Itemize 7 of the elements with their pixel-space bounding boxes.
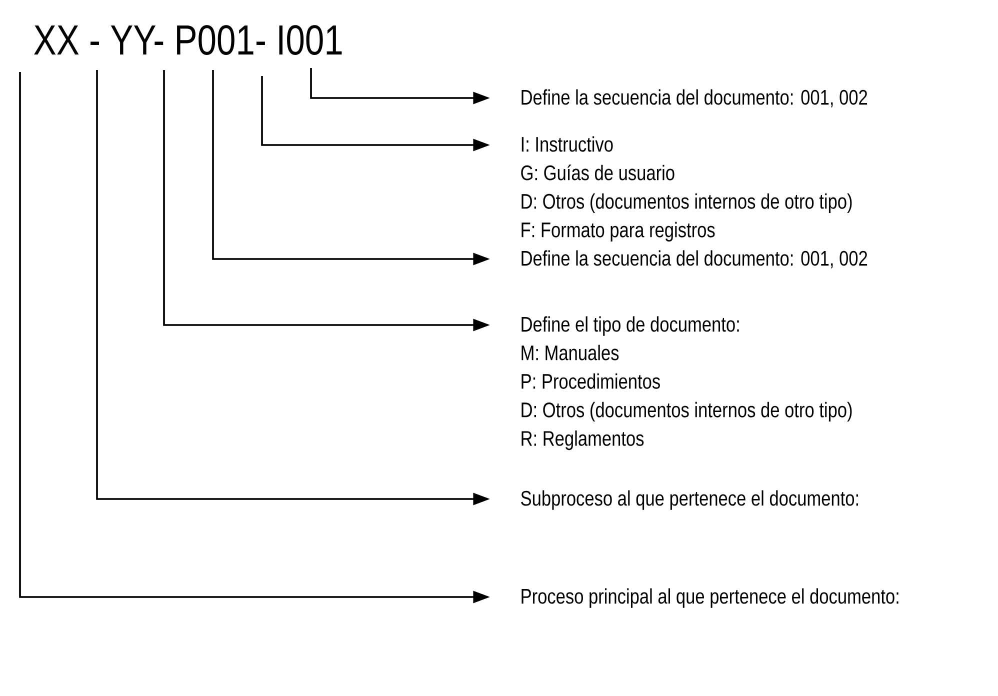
description-text: Proceso principal al que pertenece el documento: bbox=[522, 588, 898, 608]
description-text: Define la secuencia del documento: 001, 002 bbox=[522, 250, 868, 268]
description-text: Define el tipo de documento: M: Manuales P: Procedimientos D: Otros (documentos internos de otro tipo) R: Reglamentos bbox=[522, 316, 852, 450]
description-text: Define la secuencia del documento: 001, 002 bbox=[522, 89, 868, 108]
code-title: XX - YY- P001- I001 bbox=[34, 25, 342, 55]
description-text: Subproceso al que pertenece el documento: bbox=[521, 490, 858, 510]
description-text: I: Instructivo G: Guías de usuario D: Otros (documentos internos de otro tipo) F: Formato para registros bbox=[521, 136, 852, 242]
